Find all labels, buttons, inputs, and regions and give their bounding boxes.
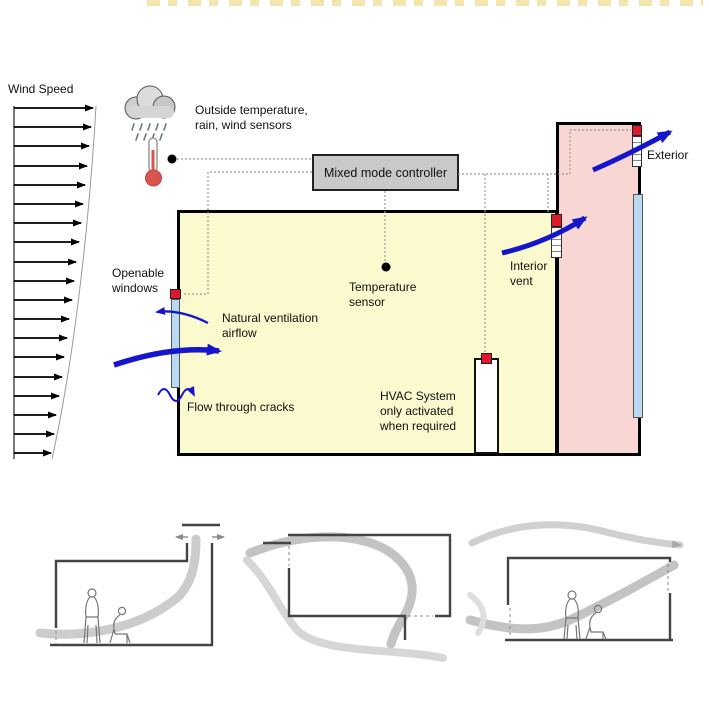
occupied-zone [177,210,558,456]
people-figures [83,588,131,644]
crack-flow-squiggle [157,386,195,402]
clipped-title-remnant [147,0,703,6]
wind-speed-label: Wind Speed [8,82,74,96]
control-wiring [177,129,631,352]
outdoor-sensor-dot [167,154,177,164]
wind-profile-graphic [13,104,97,460]
outside-sensors-label: Outside temperature, rain, wind sensors [195,103,308,132]
exhaust-vent-actuator [632,125,642,136]
exterior-label: Exterior [647,148,689,162]
flow-swoosh [35,534,201,639]
section-walls [505,556,673,642]
interior-flow-swoosh [465,560,679,634]
wind-arrows [14,104,94,457]
temperature-sensor-label: Temperature sensor [349,280,417,309]
interior-vent-label: Interior vent [510,259,548,288]
interior-vent-airflow-arrow [501,215,588,256]
through-flow-swoosh [245,532,417,649]
lower-flow-swoosh [467,592,487,636]
interior-vent [551,227,562,258]
plan-walls [263,533,452,640]
stack-ventilation-sketch [35,523,225,647]
exhaust-airflow-arrow [591,129,673,173]
flow-through-cracks-label: Flow through cracks [187,400,295,414]
temperature-sensor-dot [381,262,391,272]
roof-flow-swoosh [468,521,684,549]
people-figures [563,590,607,640]
interior-vent-actuator [551,214,562,227]
window-outflow-arrow [155,306,209,325]
mixed-mode-controller-box: Mixed mode controller [312,154,459,191]
openable-window [171,299,180,388]
cross-ventilation-section-sketch [465,521,684,642]
cross-ventilation-plan-sketch [243,532,452,662]
natural-ventilation-label: Natural ventilation airflow [222,311,319,340]
hvac-unit [474,358,499,454]
rain-drops [131,123,167,141]
exterior-glazing [633,194,643,418]
hvac-label: HVAC System only activated when required [380,389,457,433]
openable-windows-label: Openable windows [112,266,165,295]
window-actuator [170,289,181,299]
building-outline [50,523,220,647]
deflected-flow-swoosh [243,556,447,662]
rain-cloud-icon [124,85,176,187]
thermometer-icon [145,137,162,187]
window-inflow-arrow [113,343,222,368]
hvac-actuator [481,353,492,364]
airflow-arrows [113,129,673,402]
